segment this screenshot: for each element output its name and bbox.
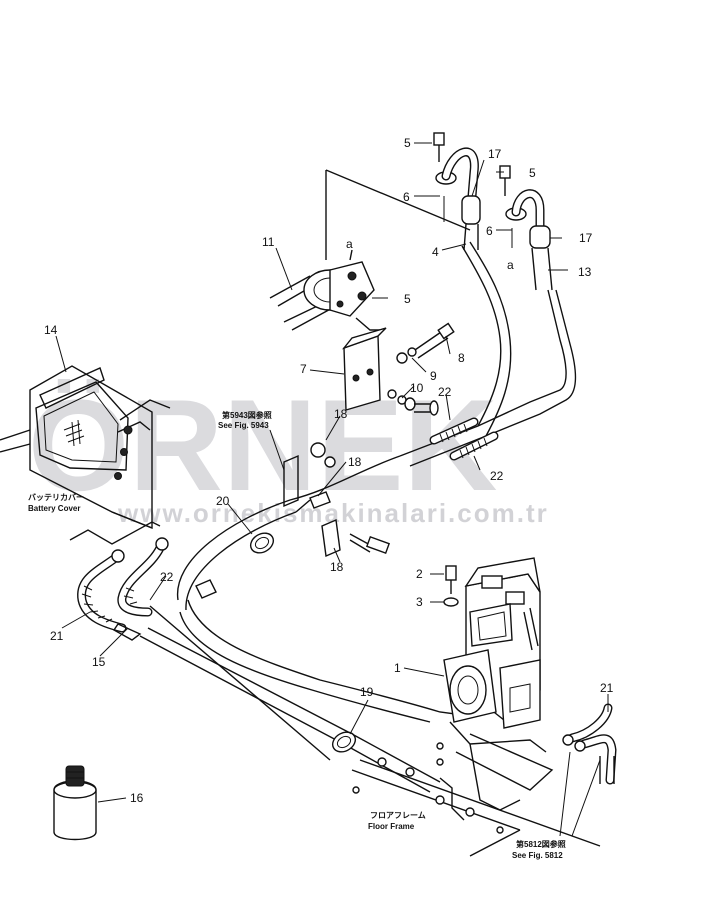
callout-14: 14 [44, 323, 58, 337]
note-battery-jp: バッテリカバー [28, 493, 84, 502]
callout-21: 21 [600, 681, 614, 695]
callout-20: 20 [216, 494, 230, 508]
callout-15: 15 [92, 655, 106, 669]
callout-7: 7 [300, 362, 307, 376]
callout-a: a [507, 258, 514, 272]
bracket-7 [341, 322, 455, 416]
callout-19: 19 [360, 685, 374, 699]
clamp-19 [331, 731, 357, 753]
upper-hose-4 [433, 132, 481, 251]
note-floor-jp: フロアフレーム [370, 811, 426, 820]
watermark: ÖRNEK www.ornekismakinalari.com.tr [28, 372, 549, 528]
callout-9: 9 [430, 369, 437, 383]
right-hoses-21 [562, 703, 617, 785]
callout-5: 5 [404, 136, 411, 150]
reference-notes: 第5943図参照 See Fig. 5943 バッテリカバー Battery C… [28, 410, 566, 860]
callout-18: 18 [348, 455, 362, 469]
note-fig5812-jp: 第5812図参照 [516, 839, 566, 849]
leader-lines [55, 142, 609, 837]
left-hoses [77, 537, 169, 641]
callout-a: a [346, 237, 353, 251]
callout-2: 2 [416, 567, 423, 581]
note-fig5943-jp: 第5943図参照 [222, 410, 272, 420]
callout-16: 16 [130, 791, 144, 805]
callout-18: 18 [334, 407, 348, 421]
callout-1: 1 [394, 661, 401, 675]
battery-cover-grille [63, 419, 85, 447]
switch-assembly [269, 169, 471, 331]
callout-6: 6 [486, 224, 493, 238]
callout-18: 18 [330, 560, 344, 574]
battery-cover [0, 365, 171, 545]
callout-3: 3 [416, 595, 423, 609]
upper-hose-13 [499, 165, 553, 291]
callout-13: 13 [578, 265, 592, 279]
callout-4: 4 [432, 245, 439, 259]
callout-11: 11 [262, 235, 275, 249]
callout-22: 22 [490, 469, 504, 483]
callout-5: 5 [529, 166, 536, 180]
callout-8: 8 [458, 351, 465, 365]
note-floor-en: Floor Frame [368, 822, 415, 831]
callout-6: 6 [403, 190, 410, 204]
bottle-16 [53, 765, 97, 841]
callout-17: 17 [488, 147, 502, 161]
callout-17: 17 [579, 231, 593, 245]
callout-5: 5 [404, 292, 411, 306]
clamp-20 [195, 532, 275, 599]
floor-frame [351, 742, 601, 857]
callout-22: 22 [438, 385, 452, 399]
callout-21: 21 [50, 629, 64, 643]
callout-labels: 5 17 5 6 6 17 4 13 a a 11 5 8 9 7 10 22 … [44, 136, 614, 805]
note-battery-en: Battery Cover [28, 504, 80, 513]
note-fig5943-en: See Fig. 5943 [218, 421, 269, 430]
watermark-url: www.ornekismakinalari.com.tr [117, 498, 549, 528]
watermark-logo: ÖRNEK [28, 372, 497, 518]
console-1 [443, 557, 554, 791]
note-fig5812-en: See Fig. 5812 [512, 851, 563, 860]
callout-10: 10 [410, 381, 424, 395]
brackets-18 [283, 442, 391, 558]
sleeves-22 [429, 417, 499, 461]
callout-22: 22 [160, 570, 174, 584]
